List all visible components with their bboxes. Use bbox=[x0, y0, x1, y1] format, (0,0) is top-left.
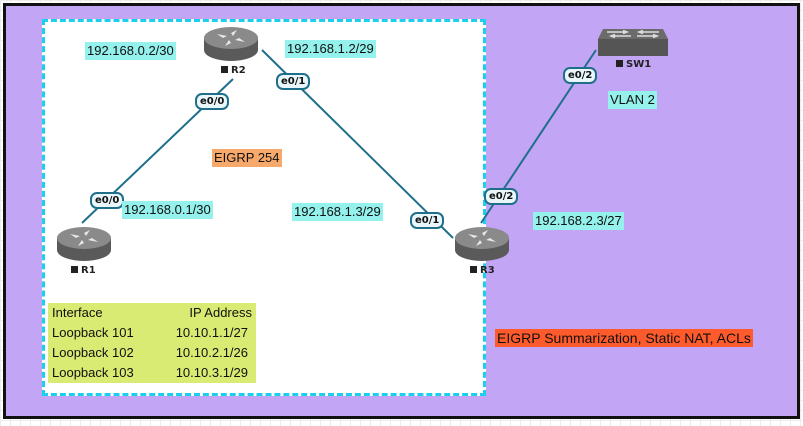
header-interface: Interface bbox=[52, 305, 103, 320]
device-r1[interactable] bbox=[56, 226, 112, 269]
vlan-label: VLAN 2 bbox=[608, 91, 657, 109]
cell-ip-address: 10.10.1.1/27 bbox=[175, 325, 248, 340]
ip-label-r2-e0-0: 192.168.0.2/30 bbox=[85, 42, 176, 60]
interface-tag-r3-e0-2[interactable]: e0/2 bbox=[484, 188, 519, 205]
switch-icon bbox=[598, 29, 668, 56]
table-row: Loopback 101 10.10.1.1/27 bbox=[52, 325, 252, 343]
device-label-sw1: SW1 bbox=[616, 59, 651, 70]
lab-title: EIGRP Summarization, Static NAT, ACLs bbox=[495, 329, 753, 347]
device-label-r2: R2 bbox=[221, 65, 246, 76]
table-row: Loopback 103 10.10.3.1/29 bbox=[52, 365, 252, 383]
ip-label-r2-e0-1: 192.168.1.2/29 bbox=[285, 40, 376, 58]
ip-label-r3-e0-2: 192.168.2.3/27 bbox=[533, 212, 624, 230]
router-icon bbox=[455, 227, 509, 261]
device-label-r1: R1 bbox=[71, 265, 96, 276]
device-sw1[interactable] bbox=[597, 29, 669, 62]
cell-ip-address: 10.10.2.1/26 bbox=[175, 345, 248, 360]
router-icon bbox=[57, 227, 111, 261]
device-label-r3: R3 bbox=[470, 265, 495, 276]
table-header-row: Interface IP Address bbox=[52, 305, 252, 323]
device-r2[interactable] bbox=[203, 26, 259, 69]
cell-ip-address: 10.10.3.1/29 bbox=[175, 365, 248, 380]
device-r3[interactable] bbox=[454, 226, 510, 269]
loopback-table: Interface IP Address Loopback 101 10.10.… bbox=[48, 303, 256, 383]
interface-tag-r2-e0-1[interactable]: e0/1 bbox=[276, 73, 311, 90]
header-ip-address: IP Address bbox=[189, 305, 252, 320]
interface-tag-r2-e0-0[interactable]: e0/0 bbox=[195, 93, 230, 110]
cell-interface: Loopback 101 bbox=[52, 325, 134, 340]
interface-tag-r1-e0-0[interactable]: e0/0 bbox=[90, 192, 125, 209]
cell-interface: Loopback 102 bbox=[52, 345, 134, 360]
interface-tag-r3-e0-1[interactable]: e0/1 bbox=[410, 212, 445, 229]
eigrp-zone-label: EIGRP 254 bbox=[212, 149, 282, 167]
ip-label-r1-e0-0: 192.168.0.1/30 bbox=[122, 201, 213, 219]
ip-label-r3-e0-1: 192.168.1.3/29 bbox=[292, 203, 383, 221]
cell-interface: Loopback 103 bbox=[52, 365, 134, 380]
router-icon bbox=[204, 27, 258, 61]
table-row: Loopback 102 10.10.2.1/26 bbox=[52, 345, 252, 363]
interface-tag-sw1-e0-2[interactable]: e0/2 bbox=[563, 67, 598, 84]
